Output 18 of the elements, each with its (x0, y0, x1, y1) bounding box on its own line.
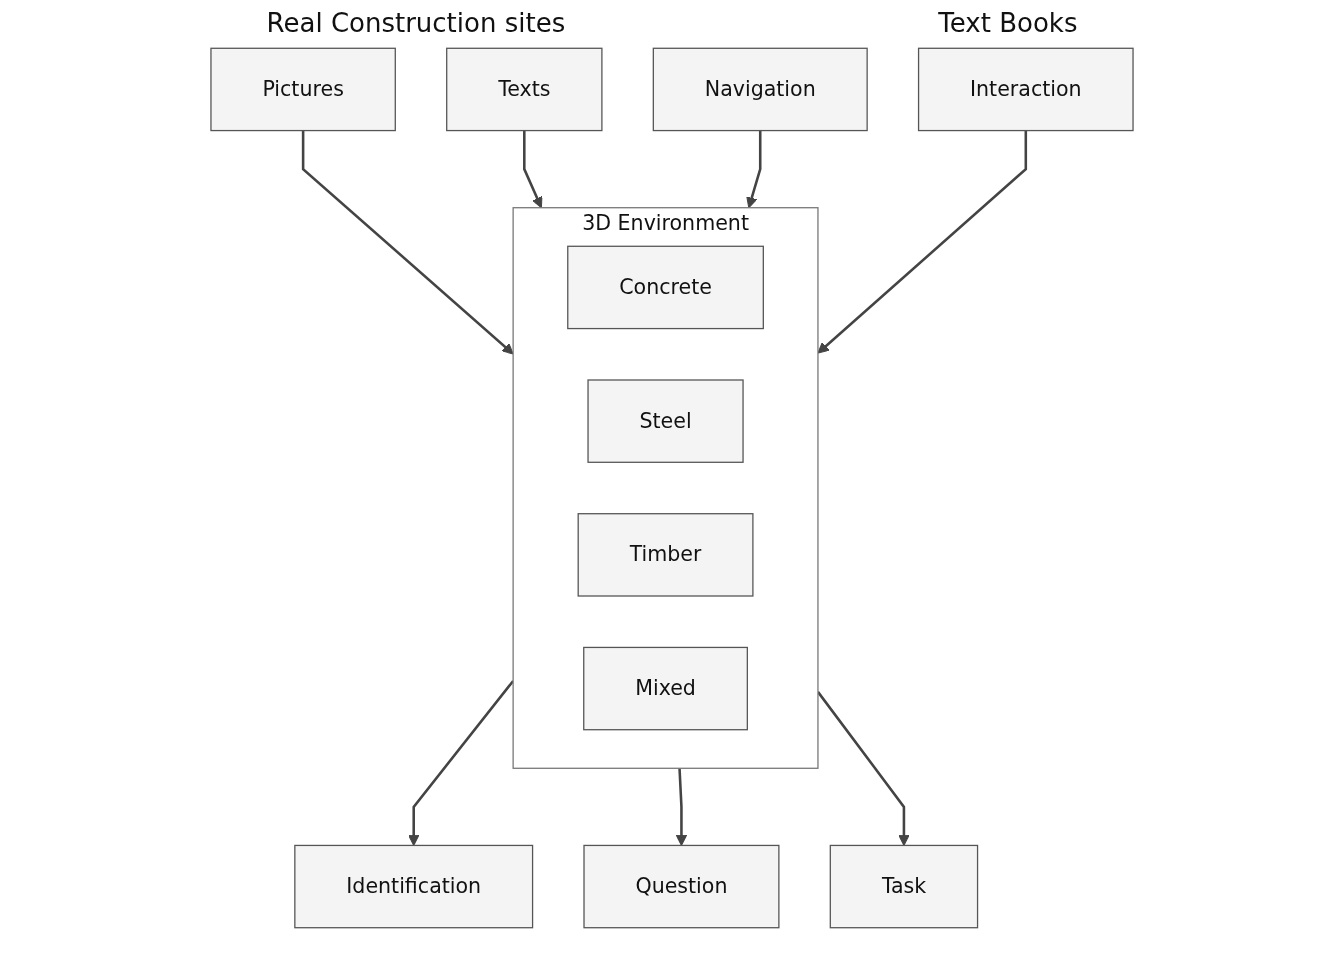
node-box: Interaction (917, 47, 1134, 132)
node-box: Mixed (583, 646, 748, 731)
node-box: Steel (587, 379, 744, 463)
column-heading: Real Construction sites (266, 8, 566, 38)
node-box: Task (829, 844, 979, 929)
column-heading: Text Books (938, 8, 1078, 38)
node-box: Question (583, 844, 780, 929)
node-box: Texts (446, 47, 603, 132)
node-box: Navigation (652, 47, 868, 132)
node-box: Identification (294, 844, 534, 929)
arrow (746, 130, 762, 209)
arrow (817, 130, 1028, 354)
node-box: Pictures (210, 47, 396, 132)
node-box: Concrete (567, 245, 764, 330)
arrow (301, 130, 514, 355)
node-box: Timber (577, 513, 754, 597)
arrow (523, 130, 543, 209)
arrow (675, 768, 688, 846)
